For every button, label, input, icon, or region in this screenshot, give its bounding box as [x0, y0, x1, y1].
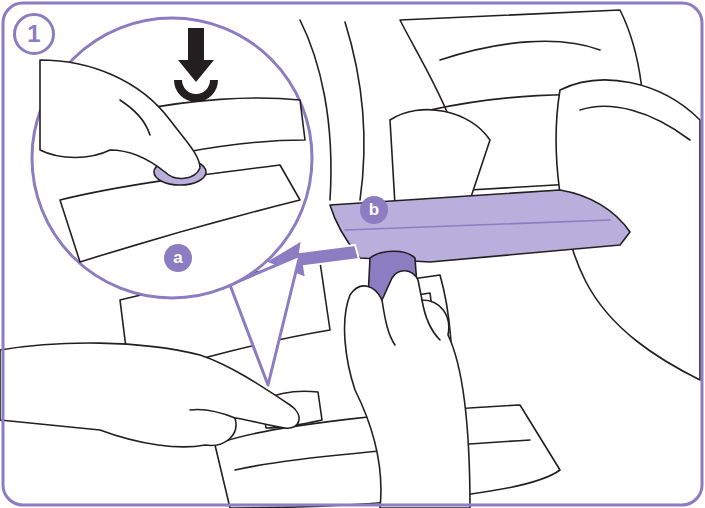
seat-seam [440, 41, 600, 60]
left-hand [0, 343, 299, 447]
callout-letter: b [360, 196, 388, 224]
seat-wing [390, 110, 490, 205]
frame [3, 3, 702, 505]
finger-line [190, 409, 235, 418]
press-ring [178, 80, 214, 98]
pressing-finger [40, 60, 200, 178]
belt-pad-fold [345, 220, 610, 230]
magnifier-circle [32, 18, 312, 298]
finger-line [422, 300, 440, 340]
press-symbol [178, 28, 214, 98]
callout-letter: a [164, 244, 192, 272]
seat-seam [580, 106, 690, 140]
belt-pad [330, 190, 630, 262]
finger-line [120, 100, 150, 135]
right-hand [345, 271, 470, 508]
seat-edge-line [345, 22, 364, 200]
step-number: 1 [13, 13, 55, 55]
finger-line [382, 300, 395, 345]
press-arrow [178, 28, 214, 82]
